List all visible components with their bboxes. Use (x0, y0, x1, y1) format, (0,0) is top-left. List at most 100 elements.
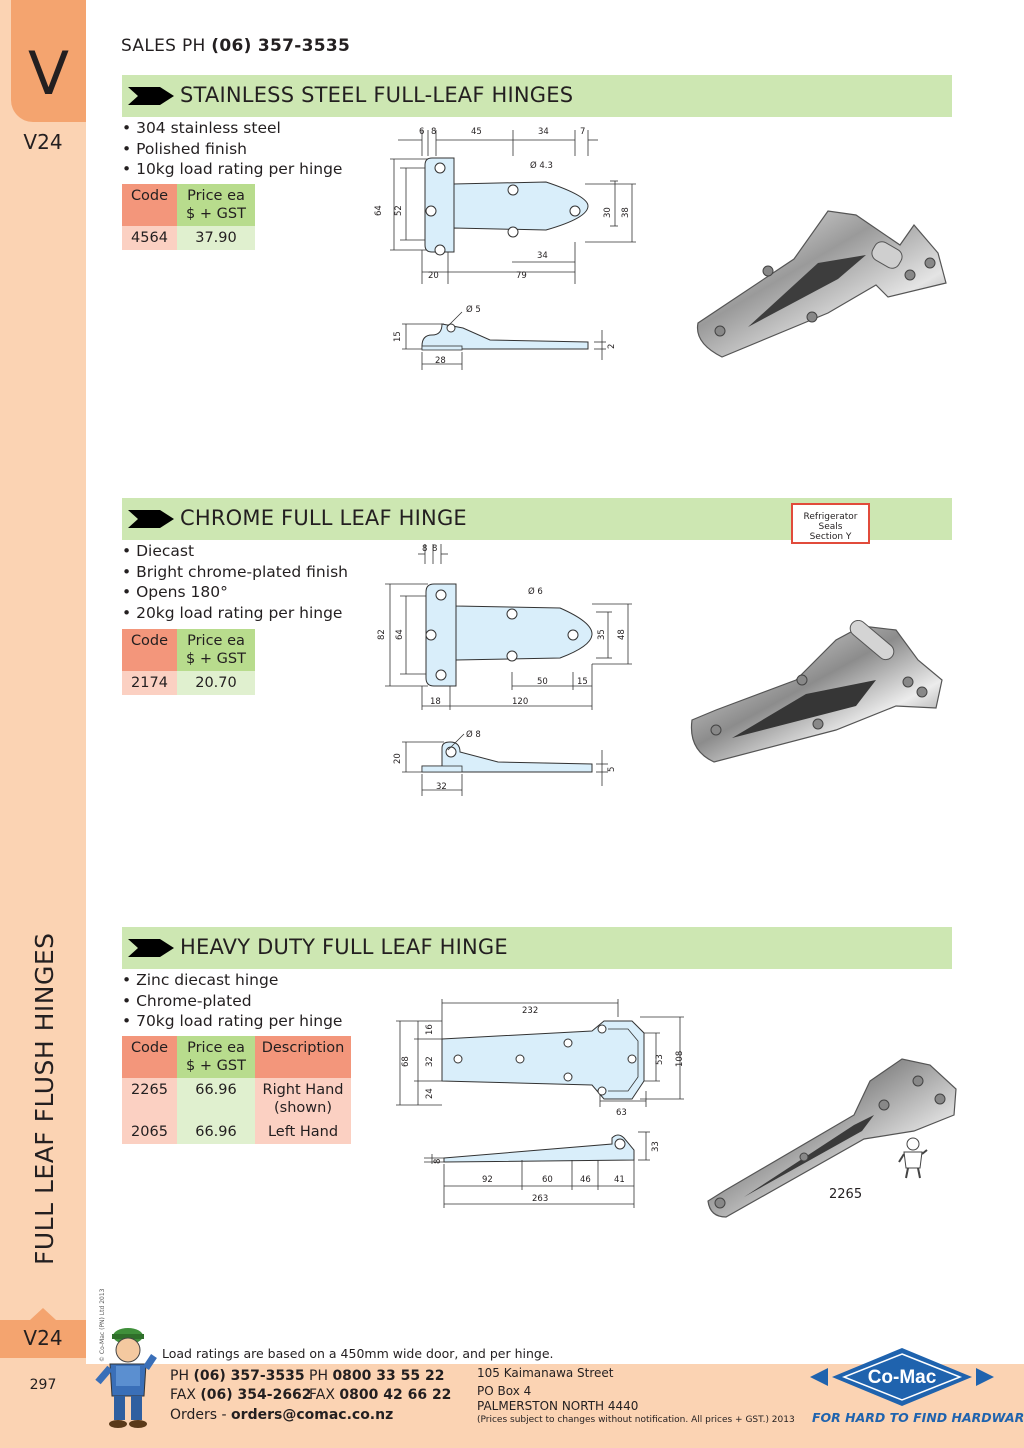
price-disclaimer: (Prices subject to changes without notif… (477, 1415, 795, 1425)
dim-label: 15 (393, 331, 403, 342)
sales-phone: (06) 357-3535 (211, 36, 351, 56)
feature-item: Chrome-plated (122, 991, 342, 1012)
dim-label: 33 (651, 1141, 661, 1152)
dim-label: 52 (394, 205, 404, 216)
dim-label: 82 (377, 629, 387, 640)
arrow-icon (128, 87, 174, 105)
feature-item: Opens 180° (122, 582, 348, 603)
feature-item: Polished finish (122, 139, 342, 160)
dim-label: 18 (430, 697, 441, 707)
arrow-icon (128, 510, 174, 528)
dim-label: 92 (482, 1175, 493, 1185)
dim-label: 38 (621, 207, 631, 218)
dim-label: 232 (522, 1006, 538, 1016)
dimension-drawing-side: Ø 5 15 2 28 (393, 304, 617, 370)
dim-label: 34 (537, 251, 548, 261)
sales-label: SALES PH (121, 36, 206, 56)
dim-label: 7 (580, 127, 585, 137)
dim-label: 50 (537, 677, 548, 687)
section-title: HEAVY DUTY FULL LEAF HINGE (180, 935, 508, 959)
refrigerator-seals-reference: Refrigerator Seals Section Y (791, 503, 870, 544)
product-code: 2265 (122, 1078, 177, 1120)
price-table: Code Price ea$ + GST 2174 20.70 (122, 629, 255, 695)
dim-label: Ø 8 (466, 729, 481, 740)
dim-label: 120 (512, 697, 528, 707)
section-code-top: V24 (23, 130, 63, 154)
photo-caption: 2265 (829, 1187, 863, 1202)
dim-label: 30 (603, 207, 613, 218)
price-header: Price ea$ + GST (177, 184, 255, 226)
feature-item: Zinc diecast hinge (122, 970, 342, 991)
product-price: 37.90 (177, 226, 255, 250)
code-header: Code (122, 184, 177, 226)
section-letter: V (27, 39, 70, 109)
product-price: 66.96 (177, 1120, 255, 1144)
section-tab (11, 0, 86, 122)
mascot-figure-icon (898, 1137, 928, 1179)
comac-logo: Co-Mac (810, 1348, 994, 1406)
dim-label: 32 (436, 782, 447, 792)
product-price: 66.96 (177, 1078, 255, 1120)
dim-label: 64 (374, 205, 384, 216)
dim-label: 6 (419, 127, 424, 137)
address-line: PO Box 4 (477, 1384, 532, 1398)
dim-label: 64 (395, 629, 405, 640)
feature-item: 304 stainless steel (122, 118, 342, 139)
dim-label: Ø 6 (528, 586, 543, 597)
sidebar-title: FULL LEAF FLUSH HINGES (30, 932, 59, 1265)
price-table: Code Price ea$ + GST Description 2265 66… (122, 1036, 351, 1144)
feature-item: 10kg load rating per hinge (122, 159, 342, 180)
logo-tagline: FOR HARD TO FIND HARDWARE (812, 1410, 1024, 1425)
load-rating-note: Load ratings are based on a 450mm wide d… (162, 1346, 554, 1361)
description-header: Description (255, 1036, 351, 1078)
dim-label: 46 (580, 1175, 591, 1185)
section-tab-bottom (0, 1308, 86, 1358)
section-band-stainless: STAINLESS STEEL FULL-LEAF HINGES (122, 75, 952, 117)
dim-label: 41 (614, 1175, 625, 1185)
dim-label: 35 (597, 629, 607, 640)
code-header: Code (122, 629, 177, 671)
dim-label: 5 (607, 767, 617, 772)
orders-email-link[interactable]: orders@comac.co.nz (231, 1407, 394, 1423)
product-description: Left Hand (255, 1120, 351, 1144)
product-description: Right Hand(shown) (255, 1078, 351, 1120)
hinge-product-photo (690, 620, 943, 763)
dim-label: 68 (401, 1056, 411, 1067)
dim-label: 63 (616, 1108, 627, 1118)
dim-label: 16 (425, 1024, 435, 1035)
dim-label: 20 (428, 271, 439, 281)
feature-list: Zinc diecast hinge Chrome-plated 70kg lo… (122, 970, 342, 1032)
feature-item: 20kg load rating per hinge (122, 603, 348, 624)
dimension-drawing-side: 8 33 92 60 46 41 263 (424, 1131, 661, 1208)
dim-label: 15 (577, 677, 588, 687)
sidebar (0, 0, 86, 1448)
dim-label: 24 (425, 1088, 435, 1099)
address-line: 105 Kaimanawa Street (477, 1366, 614, 1380)
dim-label: 79 (516, 271, 527, 281)
dim-label: Ø 5 (466, 304, 481, 315)
dim-label: 108 (675, 1051, 685, 1067)
dim-label: 45 (471, 127, 482, 137)
section-title: CHROME FULL LEAF HINGE (180, 506, 467, 530)
dim-label: 53 (655, 1054, 665, 1065)
dim-label: 8 (432, 544, 437, 554)
feature-item: Bright chrome-plated finish (122, 562, 348, 583)
feature-list: 304 stainless steel Polished finish 10kg… (122, 118, 342, 180)
footer-orders: Orders - orders@comac.co.nz (170, 1407, 394, 1423)
price-table: Code Price ea$ + GST 4564 37.90 (122, 184, 255, 250)
dim-label: Ø 4.3 (530, 160, 553, 171)
dim-label: 8 (433, 1159, 443, 1164)
hinge-product-photo (707, 1058, 957, 1218)
price-header: Price ea$ + GST (177, 629, 255, 671)
dimension-drawing-top: 6 8 45 34 7 Ø 4.3 64 52 30 38 34 20 79 (374, 127, 636, 284)
section-band-heavy-duty: HEAVY DUTY FULL LEAF HINGE (122, 927, 952, 969)
sales-phone-header: SALES PH (06) 357-3535 (121, 36, 350, 56)
footer-freefax: FAX 0800 42 66 22 (309, 1387, 452, 1403)
dim-label: 32 (425, 1056, 435, 1067)
dim-label: 8 (422, 544, 427, 554)
price-header: Price ea$ + GST (177, 1036, 255, 1078)
dimension-drawing-top: 232 68 16 32 24 53 108 63 (396, 999, 685, 1118)
feature-list: Diecast Bright chrome-plated finish Open… (122, 541, 348, 623)
page-number: 297 (29, 1377, 57, 1393)
code-header: Code (122, 1036, 177, 1078)
